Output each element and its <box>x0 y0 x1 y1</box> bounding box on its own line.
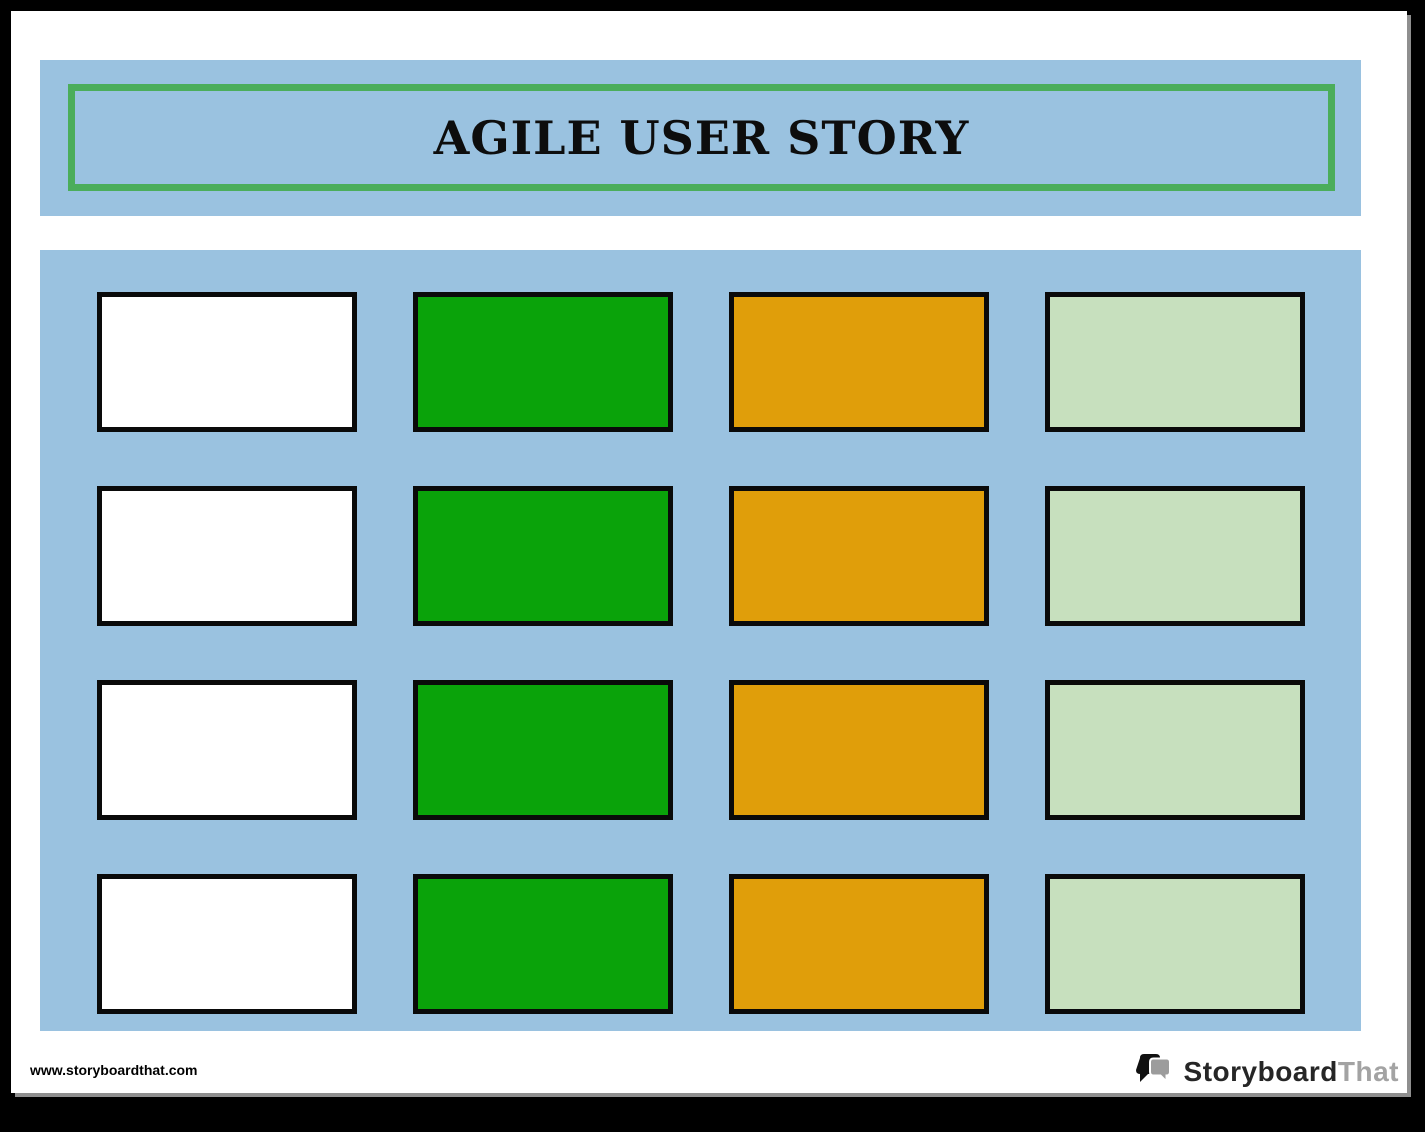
story-cell-orange-card <box>729 680 989 820</box>
story-cell-orange-card <box>729 874 989 1014</box>
story-cell-pale-green-card <box>1045 680 1305 820</box>
story-cell-green-card <box>413 680 673 820</box>
page-title: AGILE USER STORY <box>433 110 970 165</box>
page: AGILE USER STORY www.storyboardthat.com … <box>11 11 1407 1093</box>
story-panel <box>40 250 1361 1031</box>
storyboardthat-logo: StoryboardThat <box>1135 1050 1399 1094</box>
story-cell-pale-green-card <box>1045 292 1305 432</box>
story-cell-pale-green-card <box>1045 486 1305 626</box>
story-grid <box>40 250 1361 1014</box>
story-cell-green-card <box>413 292 673 432</box>
logo-text: StoryboardThat <box>1184 1056 1399 1088</box>
story-cell-orange-card <box>729 486 989 626</box>
story-cell-white-card <box>97 874 357 1014</box>
speech-bubbles-icon <box>1135 1054 1171 1084</box>
story-cell-green-card <box>413 486 673 626</box>
website-url: www.storyboardthat.com <box>30 1062 198 1078</box>
story-cell-orange-card <box>729 292 989 432</box>
title-box: AGILE USER STORY <box>68 84 1335 191</box>
story-cell-white-card <box>97 680 357 820</box>
story-cell-white-card <box>97 292 357 432</box>
logo-text-primary: Storyboard <box>1183 1056 1338 1087</box>
story-cell-green-card <box>413 874 673 1014</box>
story-cell-white-card <box>97 486 357 626</box>
header-band: AGILE USER STORY <box>40 60 1361 216</box>
story-cell-pale-green-card <box>1045 874 1305 1014</box>
logo-text-secondary: That <box>1337 1056 1399 1087</box>
